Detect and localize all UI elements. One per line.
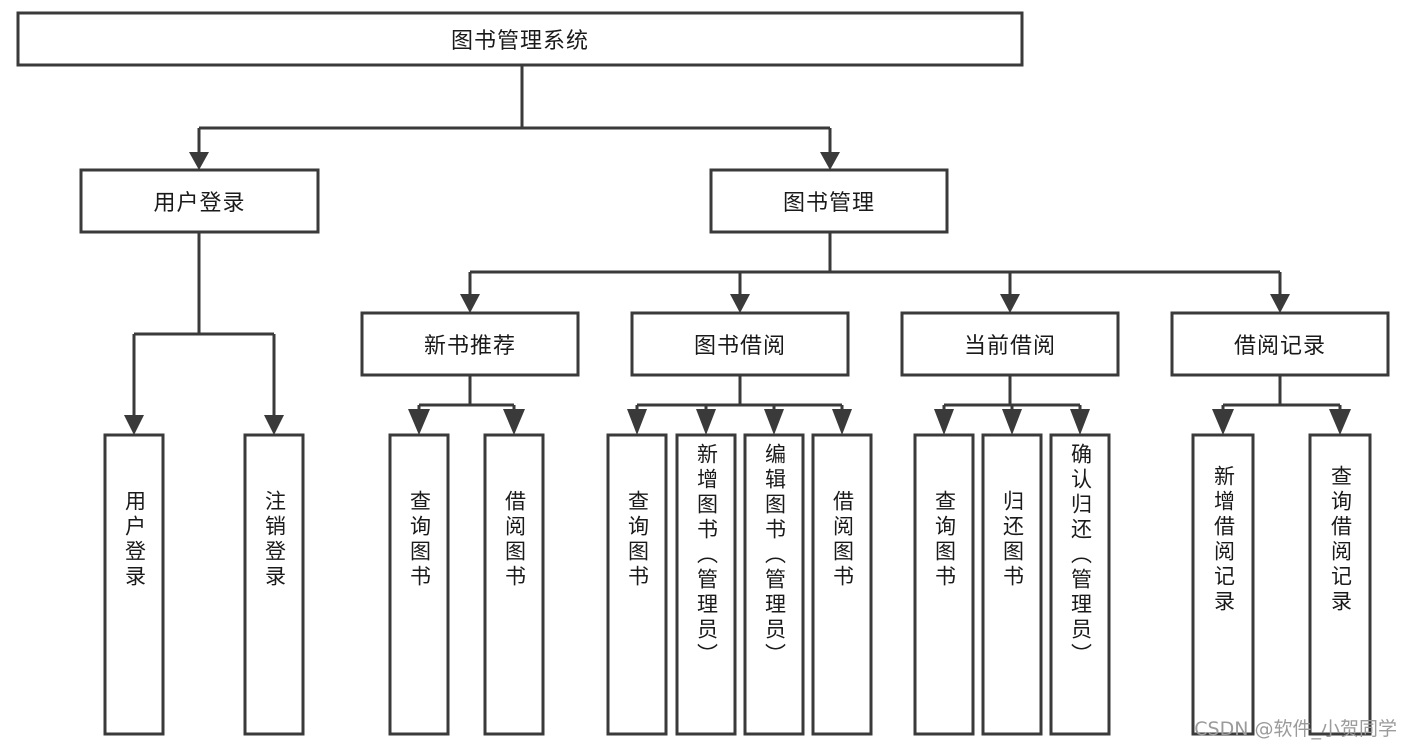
- node-box-new-book-recommend[interactable]: [360, 311, 580, 377]
- leaf-box-query-book-current[interactable]: [913, 433, 975, 736]
- leaf-box-query-book-rec[interactable]: [388, 433, 450, 736]
- connector-book-management-to-level3: [460, 232, 1290, 313]
- connector-new-book-recommend-to-leaves: [408, 375, 525, 435]
- leaf-box-confirm-return-admin[interactable]: [1049, 433, 1111, 736]
- leaf-box-add-book-admin[interactable]: [675, 433, 737, 736]
- leaf-box-return-book[interactable]: [981, 433, 1043, 736]
- node-box-book-management[interactable]: [709, 168, 949, 234]
- node-box-user-login[interactable]: [79, 168, 320, 234]
- leaf-box-borrow-book[interactable]: [811, 433, 873, 736]
- leaf-box-query-borrow-record[interactable]: [1308, 433, 1372, 736]
- node-box-book-borrow[interactable]: [630, 311, 850, 377]
- leaf-box-borrow-book-rec[interactable]: [483, 433, 545, 736]
- connector-root-to-level2: [189, 65, 840, 170]
- leaf-box-user-login[interactable]: [103, 433, 165, 736]
- leaf-box-edit-book-admin[interactable]: [743, 433, 805, 736]
- connector-book-borrow-to-leaves: [627, 375, 852, 435]
- connector-user-login-to-leaves: [124, 232, 284, 435]
- node-box-current-borrow[interactable]: [900, 311, 1120, 377]
- leaf-box-query-book-borrow[interactable]: [606, 433, 668, 736]
- leaf-box-add-borrow-record[interactable]: [1191, 433, 1255, 736]
- connector-current-borrow-to-leaves: [934, 375, 1090, 435]
- node-box-borrow-record[interactable]: [1170, 311, 1390, 377]
- connector-borrow-record-to-leaves: [1212, 375, 1351, 435]
- leaf-box-logout[interactable]: [243, 433, 305, 736]
- node-box-root[interactable]: [16, 11, 1024, 67]
